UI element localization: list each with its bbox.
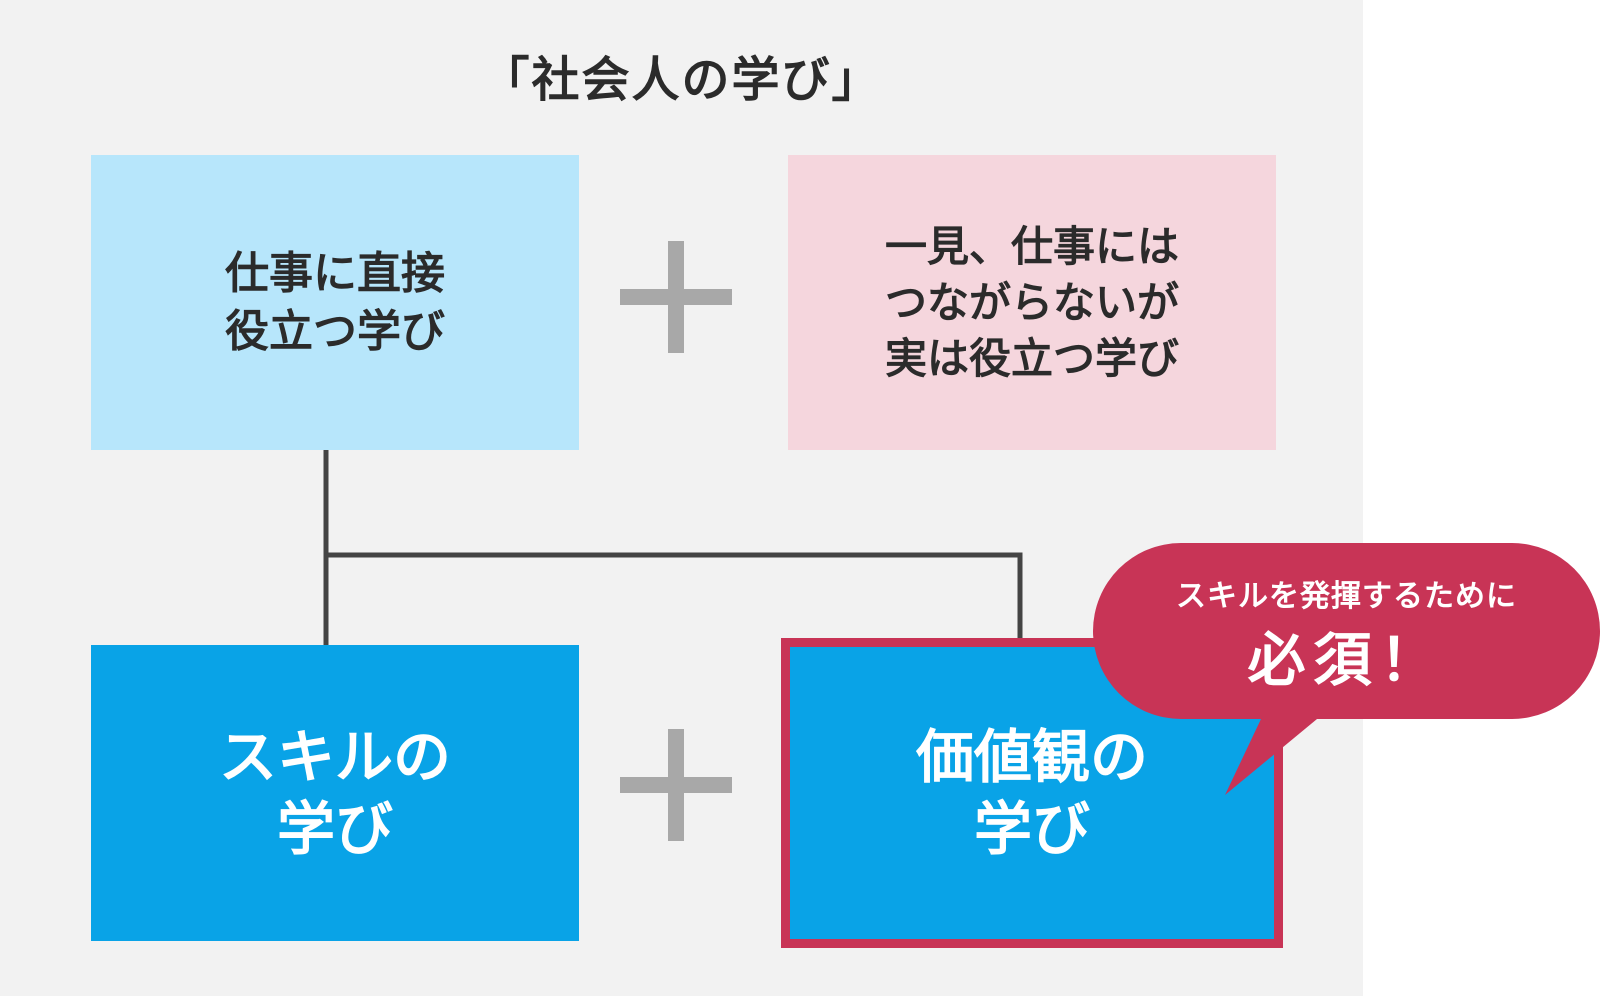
direct-learning-label: 仕事に直接 役立つ学び [225, 247, 445, 357]
callout-emphasis: 必須！ [1247, 626, 1446, 694]
plus-icon [620, 729, 732, 841]
callout-subtitle: スキルを発揮するために [1176, 579, 1517, 614]
indirect-learning-box: 一見、仕事には つながらないが 実は役立つ学び [788, 155, 1276, 450]
callout-bubble: スキルを発揮するために 必須！ [1093, 543, 1600, 719]
diagram-title: 「社会人の学び」 [481, 52, 882, 108]
direct-learning-box: 仕事に直接 役立つ学び [91, 155, 579, 450]
skill-learning-box: スキルの 学び [91, 645, 579, 941]
skill-learning-label: スキルの 学び [218, 723, 451, 863]
plus-icon [620, 241, 732, 353]
indirect-learning-label: 一見、仕事には つながらないが 実は役立つ学び [884, 221, 1179, 383]
connector-right-branch [326, 552, 1023, 640]
values-learning-label: 価値観の 学び [915, 723, 1148, 863]
